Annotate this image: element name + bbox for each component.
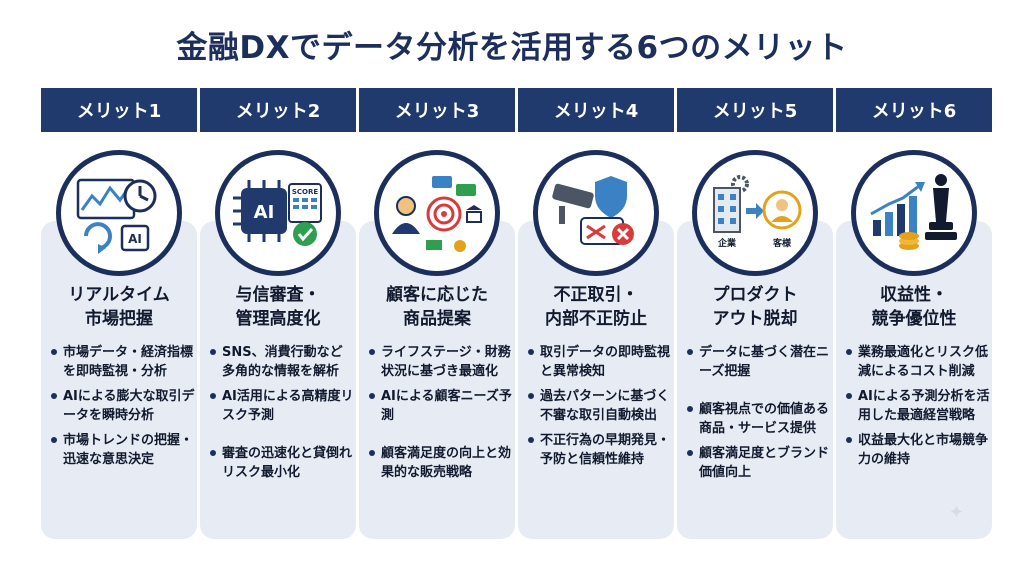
company-to-customer-icon: 企業 客様 xyxy=(692,150,818,276)
merit-header-1: メリット1 xyxy=(41,88,197,132)
merit-columns: メリット1 AI リアルタイム 市場把握 市場データ・経済指標を即時監視・分析 … xyxy=(41,88,992,548)
ai-chip-score-icon: AI SCORE xyxy=(215,150,341,276)
list-item: 収益最大化と市場競争力の維持 xyxy=(844,431,990,469)
list-item: 取引データの即時監視と異常検知 xyxy=(526,343,672,381)
list-item: AIによる顧客ニーズ予測 xyxy=(367,387,513,425)
merit-column-1: メリット1 AI リアルタイム 市場把握 市場データ・経済指標を即時監視・分析 … xyxy=(41,88,197,543)
merit-subtitle-2: 与信審査・ 管理高度化 xyxy=(235,285,321,329)
chart-clock-ai-icon: AI xyxy=(56,150,182,276)
svg-text:SCORE: SCORE xyxy=(292,188,319,196)
merit-column-2: メリット2 AI SCORE 与信審査・ xyxy=(200,88,356,543)
list-item: 業務最適化とリスク低減によるコスト削減 xyxy=(844,343,990,381)
list-item: データに基づく潜在ニーズ把握 xyxy=(685,343,831,381)
list-item: SNS、消費行動など多角的な情報を解析 xyxy=(208,343,354,381)
merit-column-5: メリット5 企業 客様 プロダクト アウト脱却 xyxy=(677,88,833,543)
page-title: 金融DXでデータ分析を活用する6つのメリット xyxy=(176,30,848,66)
merit-bullets-6: 業務最適化とリスク低減によるコスト削減 AIによる予測分析を活用した最適経営戦略… xyxy=(844,343,990,469)
customer-target-icon xyxy=(374,150,500,276)
merit-subtitle-4: 不正取引・ 内部不正防止 xyxy=(545,285,647,329)
merit-bullets-1: 市場データ・経済指標を即時監視・分析 AIによる膨大な取引データを瞬時分析 市場… xyxy=(49,343,195,469)
svg-text:AI: AI xyxy=(254,202,275,223)
merit-bullets-2: SNS、消費行動など多角的な情報を解析 AI活用による高精度リスク予測 審査の迅… xyxy=(208,343,354,482)
list-item: ライフステージ・財務状況に基づき最適化 xyxy=(367,343,513,381)
list-item: 顧客視点での価値ある商品・サービス提供 xyxy=(685,400,831,438)
list-item: AI活用による高精度リスク予測 xyxy=(208,387,354,425)
svg-text:AI: AI xyxy=(128,232,142,246)
list-item: 市場トレンドの把握・迅速な意思決定 xyxy=(49,431,195,469)
merit-header-3: メリット3 xyxy=(359,88,515,132)
merit-column-6: メリット6 収益性・ 競争優位性 業務最適化とリスク xyxy=(836,88,992,543)
growth-chess-icon xyxy=(851,150,977,276)
merit-header-6: メリット6 xyxy=(836,88,992,132)
svg-text:客様: 客様 xyxy=(772,237,792,249)
merit-column-4: メリット4 不正取引・ 内部不正防止 取引データの即時監視と異常検知 過去パター… xyxy=(518,88,674,543)
merit-bullets-3: ライフステージ・財務状況に基づき最適化 AIによる顧客ニーズ予測 顧客満足度の向… xyxy=(367,343,513,482)
merit-subtitle-3: 顧客に応じた 商品提案 xyxy=(386,285,488,329)
merit-subtitle-6: 収益性・ 競争優位性 xyxy=(871,285,957,329)
sparkle-icon: ✦ xyxy=(948,502,964,523)
camera-shield-icon xyxy=(533,150,659,276)
list-item: AIによる膨大な取引データを瞬時分析 xyxy=(49,387,195,425)
merit-header-5: メリット5 xyxy=(677,88,833,132)
list-item: 顧客満足度とブランド価値向上 xyxy=(685,444,831,482)
merit-subtitle-5: プロダクト アウト脱却 xyxy=(712,285,798,329)
merit-bullets-4: 取引データの即時監視と異常検知 過去パターンに基づく不審な取引自動検出 不正行為… xyxy=(526,343,672,469)
list-item: 市場データ・経済指標を即時監視・分析 xyxy=(49,343,195,381)
merit-subtitle-1: リアルタイム 市場把握 xyxy=(68,285,170,329)
list-item: AIによる予測分析を活用した最適経営戦略 xyxy=(844,387,990,425)
list-item: 顧客満足度の向上と効果的な販売戦略 xyxy=(367,444,513,482)
list-item: 過去パターンに基づく不審な取引自動検出 xyxy=(526,387,672,425)
svg-text:企業: 企業 xyxy=(717,237,737,249)
merit-column-3: メリット3 顧客に応じた 商品提案 ライフステージ・財務状況に基づき最適化 xyxy=(359,88,515,543)
merit-bullets-5: データに基づく潜在ニーズ把握 顧客視点での価値ある商品・サービス提供 顧客満足度… xyxy=(685,343,831,482)
list-item: 不正行為の早期発見・予防と信頼性維持 xyxy=(526,431,672,469)
merit-header-2: メリット2 xyxy=(200,88,356,132)
list-item: 審査の迅速化と貸倒れリスク最小化 xyxy=(208,444,354,482)
merit-header-4: メリット4 xyxy=(518,88,674,132)
